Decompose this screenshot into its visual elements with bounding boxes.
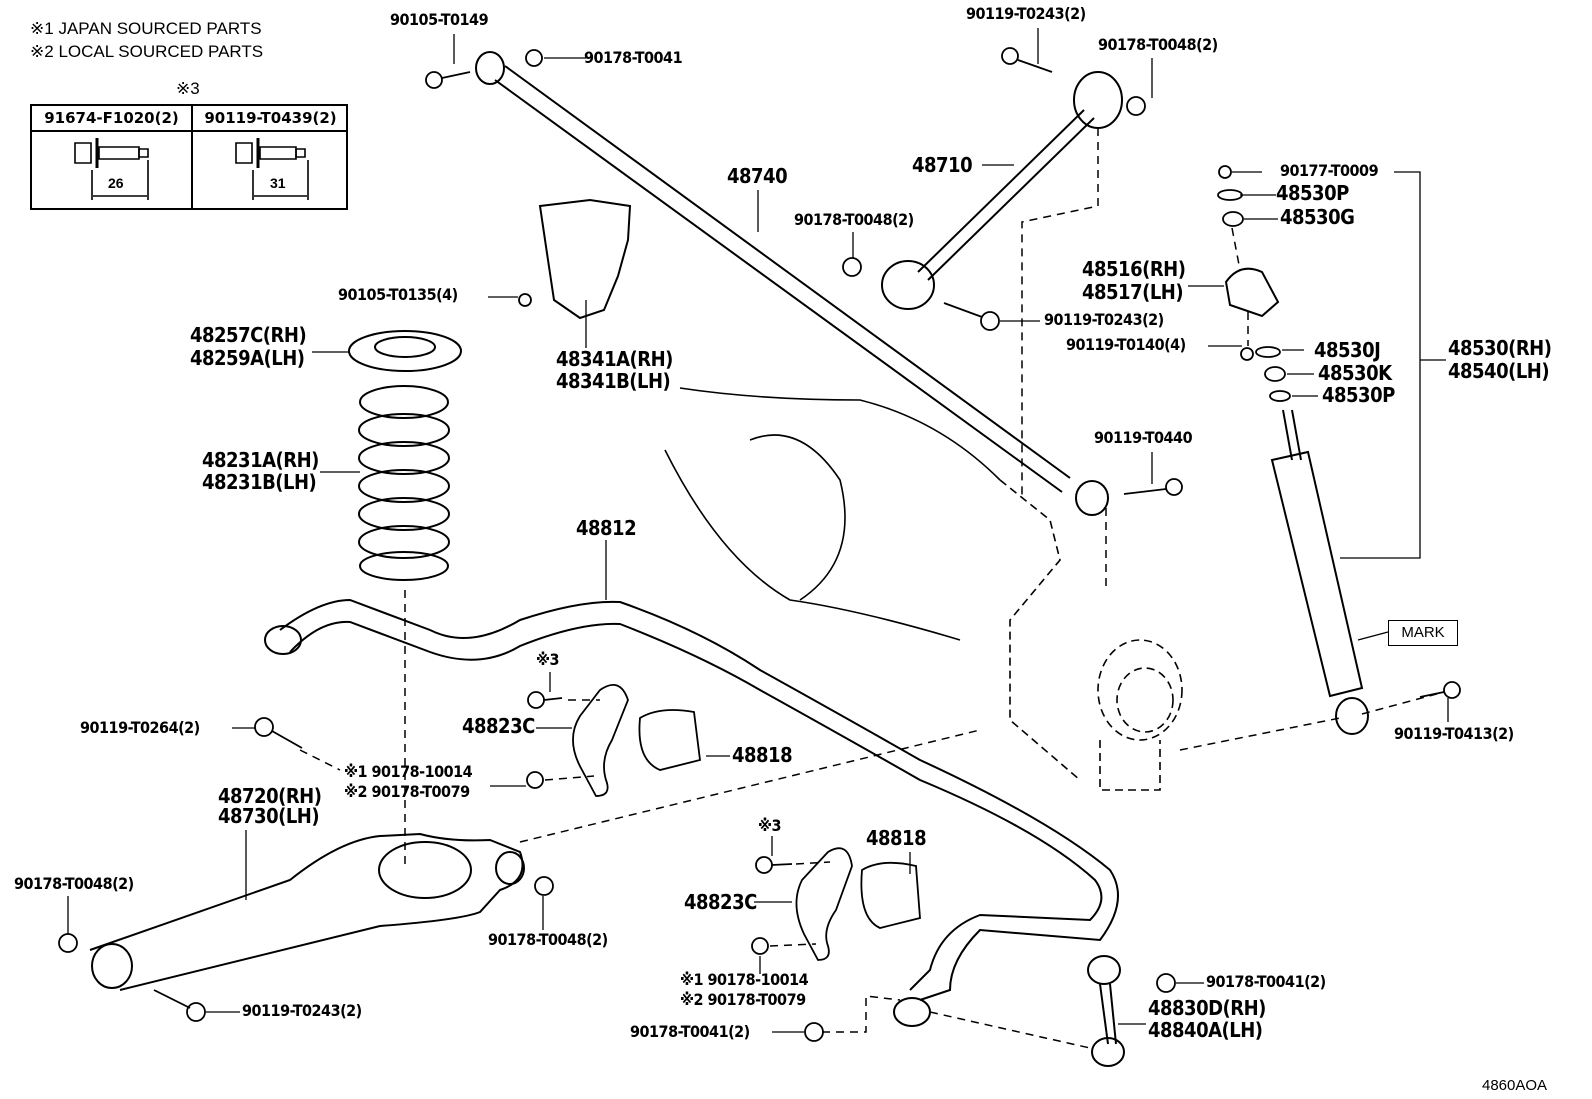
part-label-48530J[interactable]: 48530J	[1314, 338, 1381, 362]
part-label-90178-T0079-upper[interactable]: ※2 90178-T0079	[344, 782, 470, 801]
stabilizer-brackets[interactable]	[573, 685, 920, 960]
part-label-90178-T0079-lower[interactable]: ※2 90178-T0079	[680, 990, 806, 1009]
part-label-48231B-lh[interactable]: 48231B(LH)	[202, 470, 317, 494]
bolt-table-col-1-part[interactable]: 91674-F1020(2)	[32, 106, 193, 132]
upper-arm-48710[interactable]	[882, 72, 1122, 309]
part-label-90177-T0009[interactable]: 90177-T0009	[1280, 161, 1379, 180]
bolt-table-drawings	[75, 138, 308, 200]
part-label-48830D-rh[interactable]: 48830D(RH)	[1148, 996, 1266, 1020]
part-label-90119-T0413[interactable]: 90119-T0413(2)	[1394, 724, 1514, 743]
part-label-90178-T0041-bottom-right[interactable]: 90178-T0041(2)	[1206, 972, 1326, 991]
part-label-90119-T0243-mid[interactable]: 90119-T0243(2)	[1044, 310, 1164, 329]
part-label-90119-T0243-bottom[interactable]: 90119-T0243(2)	[242, 1001, 362, 1020]
part-label-48540-lh[interactable]: 48540(LH)	[1448, 359, 1550, 383]
shock-absorber-48530[interactable]	[1272, 410, 1368, 734]
part-label-90119-T0243-top[interactable]: 90119-T0243(2)	[966, 4, 1086, 23]
bolt-table-dim-1: 26	[108, 175, 124, 191]
part-label-48259A-lh[interactable]: 48259A(LH)	[190, 346, 305, 370]
part-label-48341A-rh[interactable]: 48341A(RH)	[556, 347, 673, 371]
axle-hub	[1000, 480, 1182, 790]
part-label-48231A-rh[interactable]: 48231A(RH)	[202, 448, 319, 472]
part-label-48516-rh[interactable]: 48516(RH)	[1082, 257, 1186, 281]
part-label-90178-T0048-left[interactable]: 90178-T0048(2)	[14, 874, 134, 893]
part-label-90105-T0135[interactable]: 90105-T0135(4)	[338, 285, 458, 304]
part-label-48530-rh[interactable]: 48530(RH)	[1448, 336, 1552, 360]
bolt-icons	[59, 48, 1460, 1041]
note-text: JAPAN SOURCED PARTS	[58, 19, 262, 38]
bolt-table: 91674-F1020(2) 90119-T0439(2)	[30, 104, 348, 210]
part-label-90119-T0140[interactable]: 90119-T0140(4)	[1066, 335, 1186, 354]
part-label-48840A-lh[interactable]: 48840A(LH)	[1148, 1018, 1263, 1042]
part-label-90178-T0041[interactable]: 90178-T0041	[584, 48, 683, 67]
note-marker: ※1	[30, 19, 54, 38]
part-label-48823C-lower[interactable]: 48823C	[684, 890, 757, 914]
part-label-90105-T0149[interactable]: 90105-T0149	[390, 10, 489, 29]
note-marker: ※2	[30, 42, 54, 61]
part-label-48530G[interactable]: 48530G	[1280, 205, 1355, 229]
bolt-table-col-2-part[interactable]: 90119-T0439(2)	[193, 106, 348, 132]
part-label-90178-T0048-right[interactable]: 90178-T0048(2)	[488, 930, 608, 949]
mark-callout: MARK	[1388, 620, 1458, 646]
leader-lines	[68, 28, 1448, 1032]
assembly-lines	[300, 128, 1444, 1048]
part-label-48530P-bottom[interactable]: 48530P	[1322, 383, 1395, 407]
note-text: LOCAL SOURCED PARTS	[58, 42, 264, 61]
part-label-48341B-lh[interactable]: 48341B(LH)	[556, 369, 671, 393]
spring-seat-inner	[375, 337, 435, 357]
part-label-48720-rh[interactable]: 48720(RH)	[218, 784, 322, 808]
part-label-48740[interactable]: 48740	[727, 164, 788, 188]
note3-marker-lower: ※3	[758, 816, 782, 835]
part-label-48730-lh[interactable]: 48730(LH)	[218, 804, 320, 828]
bolt-table-divider	[191, 130, 193, 210]
part-label-48818-lower[interactable]: 48818	[866, 826, 927, 850]
part-label-90178-10014-upper[interactable]: ※1 90178-10014	[344, 762, 473, 781]
part-label-48530K[interactable]: 48530K	[1318, 361, 1392, 385]
note3-marker-upper: ※3	[536, 650, 560, 669]
coil-spring-48231A[interactable]	[359, 386, 449, 580]
part-label-90178-T0048-top[interactable]: 90178-T0048(2)	[1098, 35, 1218, 54]
stabilizer-bar-48812[interactable]	[265, 600, 1118, 1026]
lower-arm-48720[interactable]	[90, 834, 524, 990]
note-local-sourced: ※2 LOCAL SOURCED PARTS	[30, 43, 263, 61]
part-label-90119-T0264[interactable]: 90119-T0264(2)	[80, 718, 200, 737]
part-label-48823C-upper[interactable]: 48823C	[462, 714, 535, 738]
upper-mount-48516[interactable]	[1226, 269, 1278, 316]
bolt-table-marker: ※3	[176, 79, 200, 98]
bolt-table-dim-2: 31	[270, 175, 286, 191]
part-label-90178-10014-lower[interactable]: ※1 90178-10014	[680, 970, 809, 989]
drawing-code: 4860AOA	[1482, 1077, 1548, 1094]
part-label-48517-lh[interactable]: 48517(LH)	[1082, 280, 1184, 304]
part-label-90178-T0048-mid[interactable]: 90178-T0048(2)	[794, 210, 914, 229]
part-label-48812[interactable]: 48812	[576, 516, 637, 540]
part-label-90178-T0041-bottom-left[interactable]: 90178-T0041(2)	[630, 1022, 750, 1041]
spring-seat-48257C[interactable]	[349, 331, 461, 371]
bracket-48341A[interactable]	[540, 200, 630, 318]
stabilizer-link-48830D[interactable]	[1088, 956, 1124, 1066]
note-japan-sourced: ※1 JAPAN SOURCED PARTS	[30, 20, 262, 38]
part-label-90119-T0440[interactable]: 90119-T0440	[1094, 428, 1193, 447]
part-label-48530P-top[interactable]: 48530P	[1276, 181, 1349, 205]
part-label-48818-upper[interactable]: 48818	[732, 743, 793, 767]
lateral-rod-48740[interactable]	[476, 52, 1108, 515]
axle-beam	[665, 388, 1000, 640]
part-label-48710[interactable]: 48710	[912, 153, 973, 177]
part-label-48257C-rh[interactable]: 48257C(RH)	[190, 323, 307, 347]
